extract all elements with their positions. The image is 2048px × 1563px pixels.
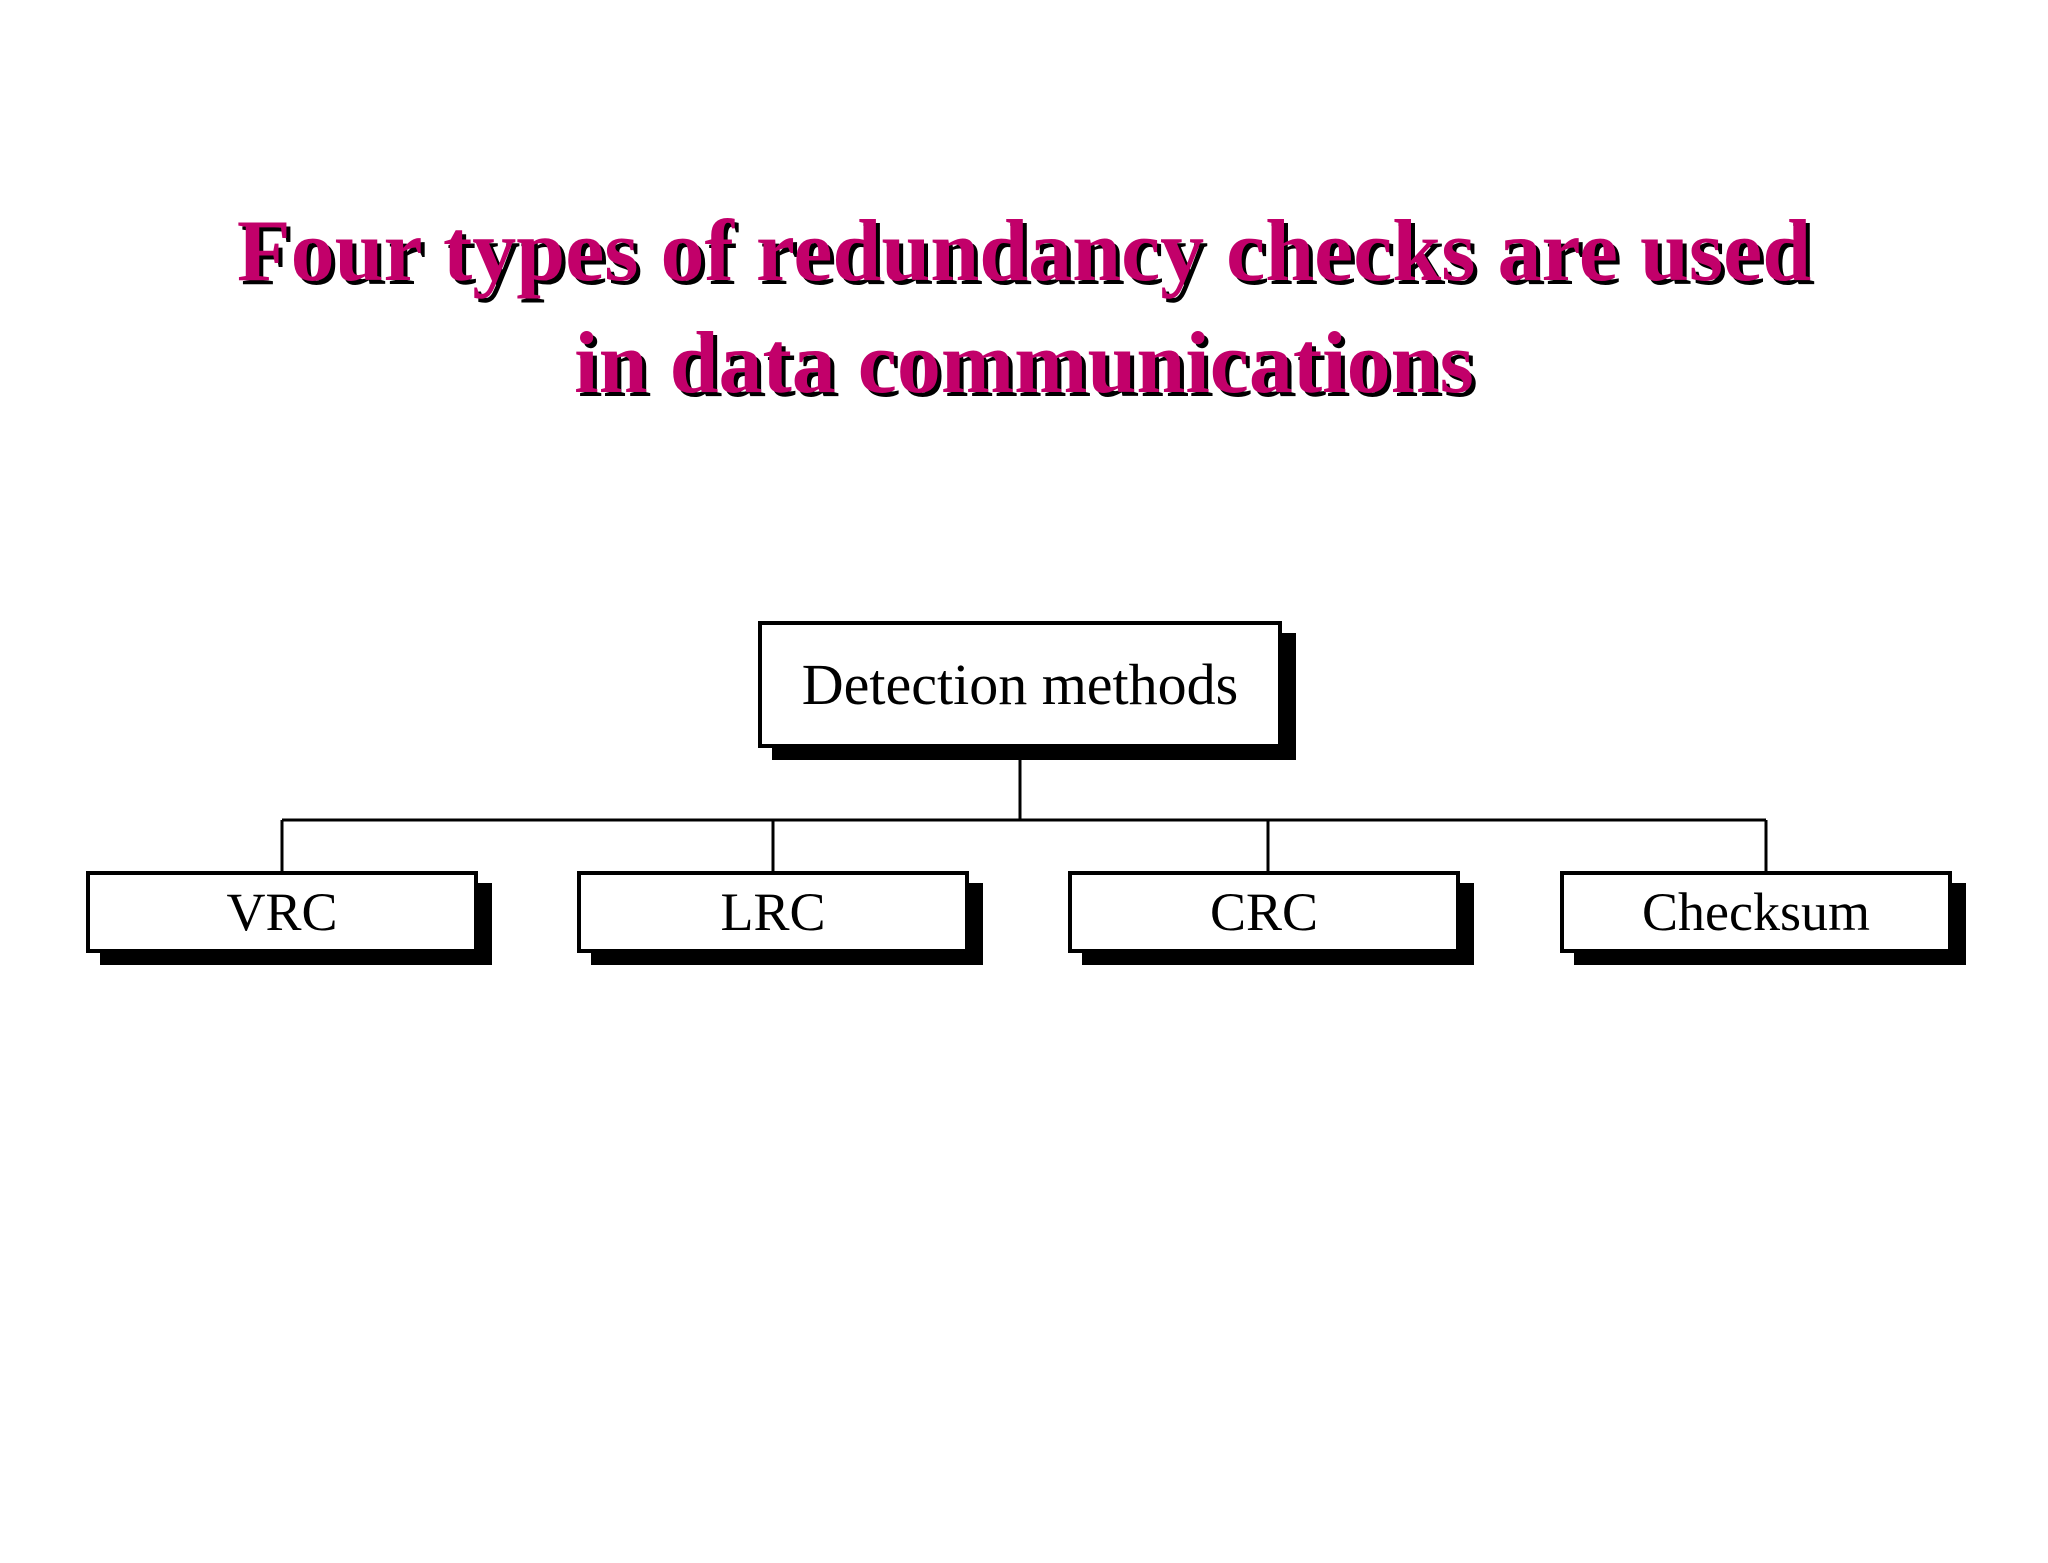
lrc-label: LRC [720, 882, 826, 942]
vrc-node: VRC [86, 871, 478, 953]
checksum-node: Checksum [1560, 871, 1952, 953]
crc-label: CRC [1209, 882, 1319, 942]
vrc-label: VRC [226, 882, 338, 942]
detection-methods-node: Detection methods [758, 621, 1282, 748]
lrc-node: LRC [577, 871, 969, 953]
slide-title: Four types of redundancy checks are used… [0, 196, 2048, 420]
checksum-label: Checksum [1642, 882, 1870, 942]
crc-node: CRC [1068, 871, 1460, 953]
slide-title-line-2: in data communications [574, 315, 1474, 412]
slide-title-line-1: Four types of redundancy checks are used [236, 203, 1812, 300]
detection-methods-label: Detection methods [801, 652, 1239, 717]
